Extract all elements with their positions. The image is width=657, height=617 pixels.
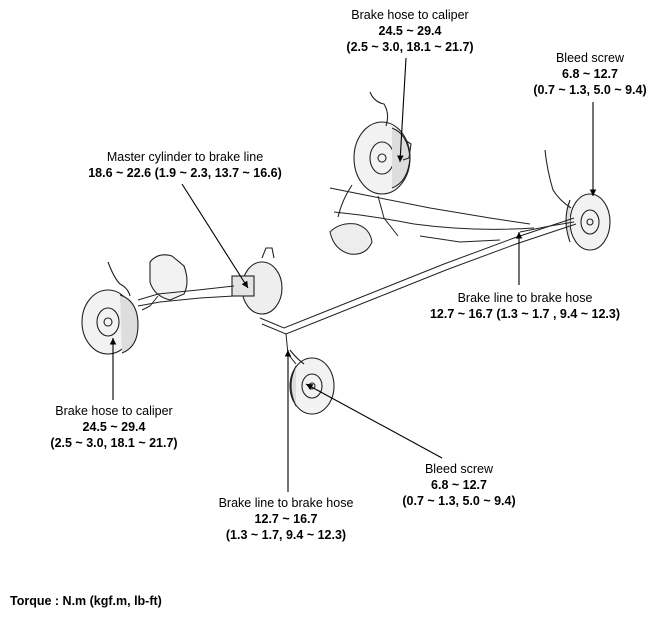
callout-brake-line-to-hose-rear: Brake line to brake hose 12.7 ~ 16.7 (1.… [420,290,630,322]
torque-unit-note: Torque : N.m (kgf.m, lb-ft) [10,594,162,608]
callout-detail: (2.5 ~ 3.0, 18.1 ~ 21.7) [50,436,178,450]
callout-title: Brake line to brake hose [457,291,593,305]
callout-value: 18.6 ~ 22.6 (1.9 ~ 2.3, 13.7 ~ 16.6) [88,166,282,180]
rear-left-caliper [544,149,611,251]
callout-title: Bleed screw [555,51,625,65]
front-right-caliper [289,349,335,415]
callout-brake-hose-to-caliper-front: Brake hose to caliper 24.5 ~ 29.4 (2.5 ~… [36,403,192,451]
callout-detail: (1.3 ~ 1.7, 9.4 ~ 12.3) [225,528,347,542]
callout-bleed-screw-front: Bleed screw 6.8 ~ 12.7 (0.7 ~ 1.3, 5.0 ~… [396,461,522,509]
callout-title: Master cylinder to brake line [106,150,264,164]
front-left-caliper [81,261,139,355]
callout-master-cylinder-to-brake-line: Master cylinder to brake line 18.6 ~ 22.… [80,149,290,181]
callout-title: Bleed screw [424,462,494,476]
callout-brake-line-to-hose-front: Brake line to brake hose 12.7 ~ 16.7 (1.… [206,495,366,543]
callout-title: Brake hose to caliper [55,404,173,418]
callout-value: 6.8 ~ 12.7 [431,478,487,492]
master-cylinder [149,247,283,315]
brake-lines [137,195,577,365]
callout-value: 12.7 ~ 16.7 [254,512,318,526]
rear-subframe [329,187,535,255]
callout-value: 24.5 ~ 29.4 [378,24,442,38]
callout-value: 12.7 ~ 16.7 (1.3 ~ 1.7 , 9.4 ~ 12.3) [429,307,621,321]
callout-detail: (2.5 ~ 3.0, 18.1 ~ 21.7) [346,40,474,54]
callout-bleed-screw-rear: Bleed screw 6.8 ~ 12.7 (0.7 ~ 1.3, 5.0 ~… [527,50,653,98]
callout-detail: (0.7 ~ 1.3, 5.0 ~ 9.4) [402,494,516,508]
callout-leaders [109,57,597,492]
callout-brake-hose-to-caliper-rear: Brake hose to caliper 24.5 ~ 29.4 (2.5 ~… [332,7,488,55]
callout-detail: (0.7 ~ 1.3, 5.0 ~ 9.4) [533,83,647,97]
callout-title: Brake hose to caliper [351,8,469,22]
callout-title: Brake line to brake hose [218,496,354,510]
rear-right-caliper [337,91,412,218]
callout-value: 6.8 ~ 12.7 [562,67,618,81]
callout-value: 24.5 ~ 29.4 [82,420,146,434]
